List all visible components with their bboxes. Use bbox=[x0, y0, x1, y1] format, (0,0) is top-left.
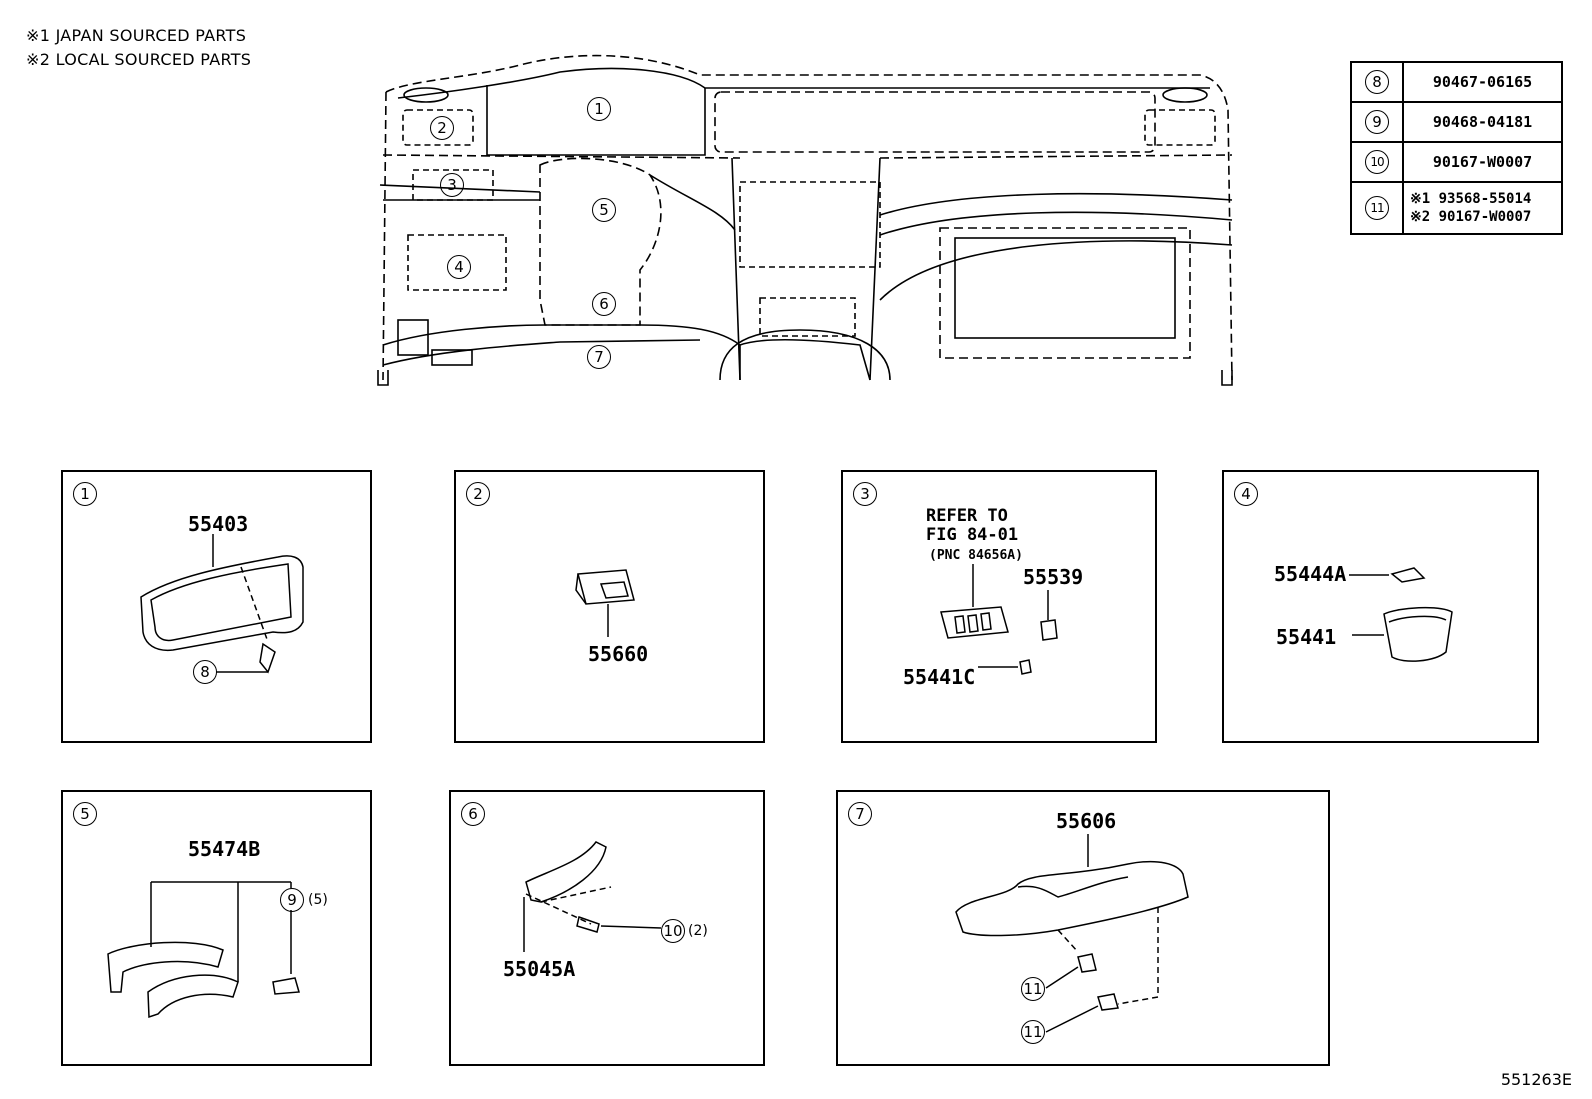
map-callout-1: 1 bbox=[587, 97, 611, 121]
callout-10: 10 bbox=[661, 919, 685, 943]
note-japan: ※1 JAPAN SOURCED PARTS bbox=[26, 26, 247, 45]
column-cover-drawing bbox=[107, 881, 300, 1019]
table-row: 9 90468-04181 bbox=[1350, 101, 1563, 143]
panel-3: 3 REFER TO FIG 84-01 (PNC 84656A) 55539 … bbox=[841, 470, 1157, 743]
panel-number: 3 bbox=[853, 482, 877, 506]
callout-ref: 11 bbox=[1365, 196, 1389, 220]
table-row: 8 90467-06165 bbox=[1350, 61, 1563, 103]
refer-note-line2: FIG 84-01 bbox=[926, 525, 1019, 545]
map-callout-4: 4 bbox=[447, 255, 471, 279]
part-label: 55045A bbox=[503, 957, 576, 981]
panel-number: 4 bbox=[1234, 482, 1258, 506]
map-callout-5: 5 bbox=[592, 198, 616, 222]
panel-7: 7 55606 11 11 bbox=[836, 790, 1330, 1066]
part-number: 90167-W0007 bbox=[1402, 141, 1563, 183]
part-label: 55606 bbox=[1056, 809, 1117, 833]
refer-note-line1: REFER TO bbox=[926, 506, 1008, 526]
panel-2: 2 55660 bbox=[454, 470, 765, 743]
table-row: 10 90167-W0007 bbox=[1350, 141, 1563, 183]
part-label: 55441C bbox=[903, 665, 976, 689]
sourcing-notes: ※1 JAPAN SOURCED PARTS ※2 LOCAL SOURCED … bbox=[26, 24, 251, 72]
panel-number: 5 bbox=[73, 802, 97, 826]
map-callout-6: 6 bbox=[592, 292, 616, 316]
callout-ref: 10 bbox=[1365, 150, 1389, 174]
part-label: 55403 bbox=[188, 512, 249, 536]
callout-ref: 8 bbox=[1365, 70, 1389, 94]
callout-ref: 9 bbox=[1365, 110, 1389, 134]
note-local: ※2 LOCAL SOURCED PARTS bbox=[26, 50, 252, 69]
part-number: 90468-04181 bbox=[1402, 101, 1563, 143]
panel-number: 7 bbox=[848, 802, 872, 826]
callout-11: 11 bbox=[1021, 977, 1045, 1001]
callout-9: 9 bbox=[280, 888, 304, 912]
map-callout-3: 3 bbox=[440, 173, 464, 197]
instrument-panel-hood-drawing bbox=[140, 534, 304, 674]
panel-4: 4 55444A 55441 bbox=[1222, 470, 1539, 743]
lower-cover-drawing bbox=[955, 834, 1189, 1033]
panel-number: 2 bbox=[466, 482, 490, 506]
panel-number: 6 bbox=[461, 802, 485, 826]
table-row: 11 ※1 93568-55014 ※2 90167-W0007 bbox=[1350, 181, 1563, 235]
parts-table: 8 90467-06165 9 90468-04181 10 90167-W00… bbox=[1350, 61, 1563, 235]
figure-id: 551263E bbox=[1500, 1070, 1572, 1089]
part-label: 55474B bbox=[188, 837, 261, 861]
map-callout-2: 2 bbox=[430, 116, 454, 140]
part-label: 55660 bbox=[588, 642, 649, 666]
part-label: 55441 bbox=[1276, 625, 1337, 649]
panel-1: 1 55403 8 bbox=[61, 470, 372, 743]
part-number: ※1 93568-55014 bbox=[1410, 191, 1532, 207]
part-number: 90467-06165 bbox=[1402, 61, 1563, 103]
panel-5: 5 55474B 9 (5) bbox=[61, 790, 372, 1066]
quantity: (2) bbox=[688, 923, 708, 939]
map-callout-7: 7 bbox=[587, 345, 611, 369]
switch-assembly-drawing bbox=[940, 564, 1058, 675]
quantity: (5) bbox=[308, 892, 328, 908]
part-number: ※2 90167-W0007 bbox=[1410, 209, 1532, 225]
part-label: 55539 bbox=[1023, 565, 1084, 589]
panel-number: 1 bbox=[73, 482, 97, 506]
refer-note-line3: (PNC 84656A) bbox=[929, 548, 1023, 563]
side-vent-drawing bbox=[575, 569, 635, 637]
lower-panel-drawing bbox=[523, 841, 662, 952]
part-label: 55444A bbox=[1274, 562, 1347, 586]
box-assembly-drawing bbox=[1349, 567, 1453, 662]
panel-6: 6 55045A 10 (2) bbox=[449, 790, 765, 1066]
callout-11: 11 bbox=[1021, 1020, 1045, 1044]
